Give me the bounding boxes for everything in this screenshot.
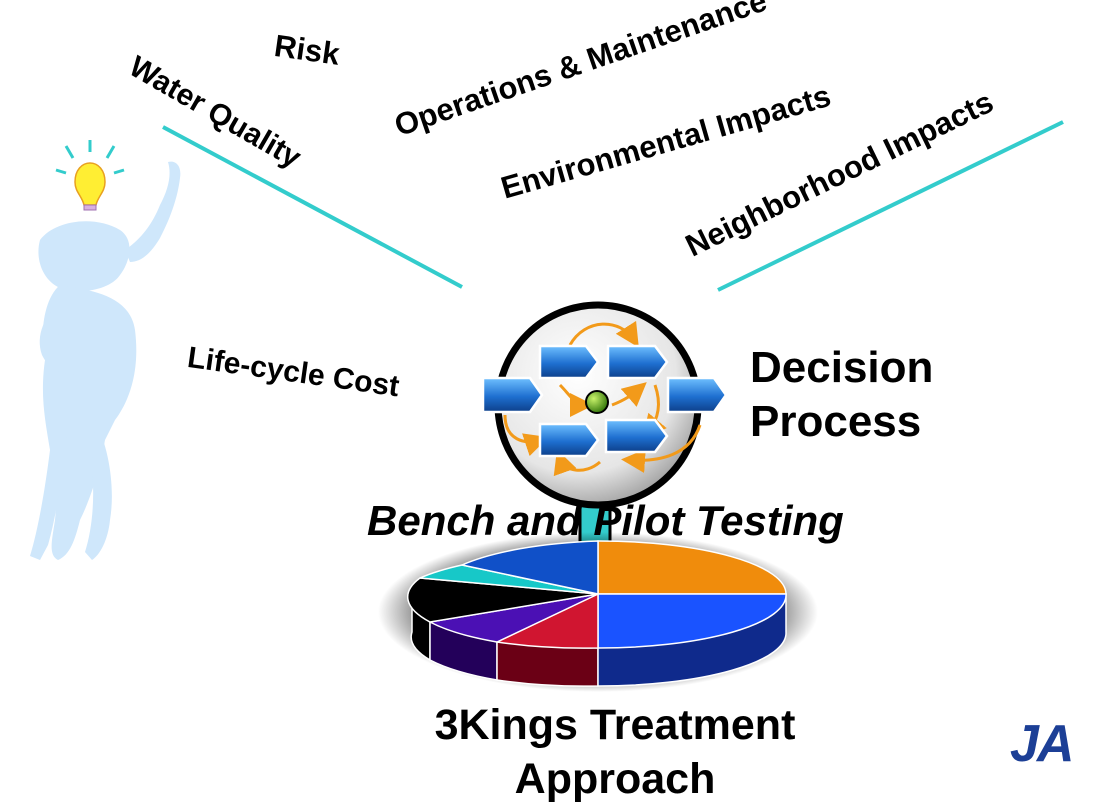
right-funnel-line: [717, 120, 1064, 292]
lightbulb-icon: [55, 140, 125, 211]
bench-pilot-label: Bench and Pilot Testing: [367, 497, 844, 544]
decision-line2: Process: [750, 397, 922, 446]
approach-label: 3Kings Treatment Approach: [410, 698, 820, 806]
pie-chart-3d: [406, 540, 787, 687]
thinking-person-figure: [30, 161, 181, 560]
decision-process-label: Decision Process: [750, 341, 933, 449]
process-cycle-icon: [481, 301, 728, 509]
company-logo: JA: [1010, 715, 1075, 773]
decision-line1: Decision: [750, 343, 934, 392]
approach-line1: 3Kings Treatment: [434, 701, 796, 749]
approach-line2: Approach: [514, 755, 716, 803]
left-funnel-line: [162, 125, 463, 289]
